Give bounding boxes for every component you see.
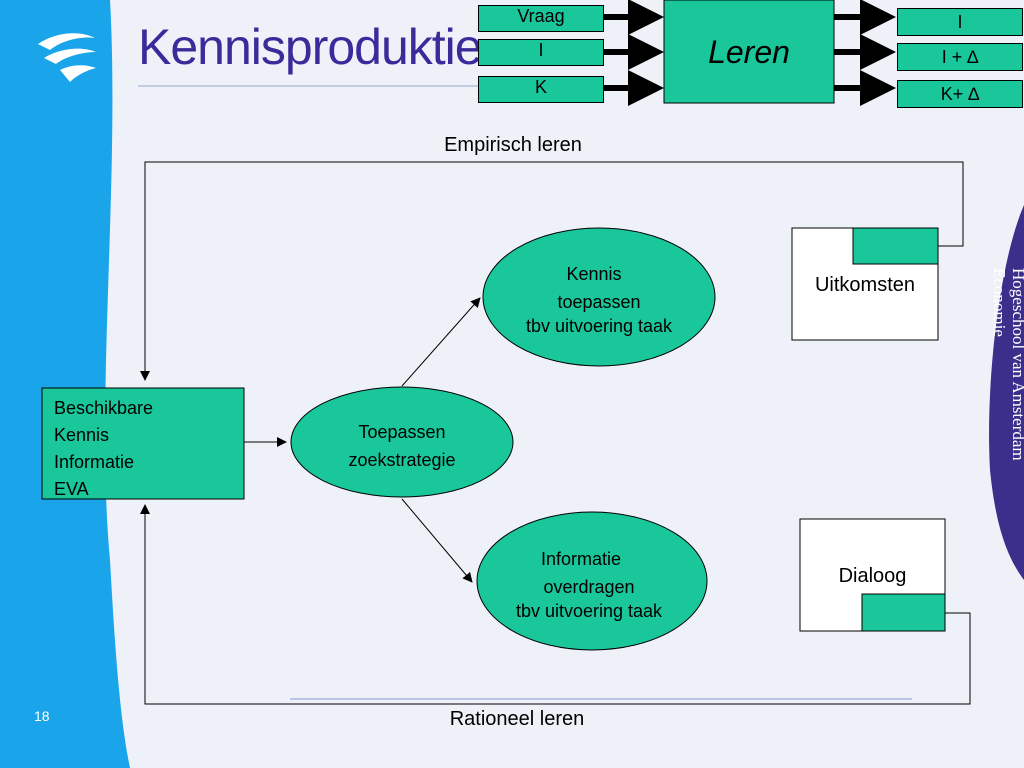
center-ellipse [290, 386, 514, 498]
left-blue-band [0, 0, 130, 768]
center-line-2: zoekstrategie [348, 450, 456, 470]
empirisch-loop-line [140, 161, 964, 381]
logo-icon [38, 33, 96, 82]
source-line-1: Beschikbare [54, 398, 154, 418]
source-line-2: Kennis [54, 425, 110, 445]
top-ellipse [482, 227, 716, 367]
top-line-3: tbv uitvoering taak [525, 316, 673, 336]
input-k: K [478, 76, 604, 103]
uitkomsten-green-tab [852, 227, 939, 265]
page-number: 18 [34, 708, 50, 724]
output-i-delta: I + ∆ [897, 43, 1023, 71]
empirisch-label: Empirisch leren [444, 134, 582, 156]
leren-label: Leren [708, 34, 790, 70]
source-box-text: Beschikbare Kennis Informatie EVA [54, 395, 153, 503]
rationeel-loop-line [140, 504, 971, 705]
bottom-ellipse-text: Informatie overdragen tbv uitvoering taa… [478, 545, 700, 625]
top-line-1: Kennis [566, 264, 622, 284]
top-line-2: toepassen [557, 292, 641, 312]
brand-line-1: Hogeschool van Amsterdam [1009, 268, 1024, 461]
dialoog-label: Dialoog [838, 565, 907, 587]
page-title: Kennisproduktie [138, 19, 483, 75]
brand-line-2: Economie [990, 268, 1009, 337]
top-ellipse-text: Kennis toepassen tbv uitvoering taak [488, 260, 710, 340]
right-purple-band [989, 205, 1024, 580]
bottom-line-1: Informatie [540, 549, 622, 569]
input-i: I [478, 39, 604, 66]
center-ellipse-text: Toepassen zoekstrategie [310, 418, 494, 474]
input-vraag: Vraag [478, 5, 604, 32]
arrow-center-to-bottom [401, 498, 473, 583]
uitkomsten-label: Uitkomsten [814, 274, 916, 296]
source-box [41, 387, 245, 500]
arrow-center-to-top [401, 297, 481, 387]
output-k-delta: K+ ∆ [897, 80, 1023, 108]
rationeel-label: Rationeel leren [449, 708, 585, 730]
brand-text: Hogeschool van Amsterdam Economie [990, 268, 1024, 461]
center-line-1: Toepassen [358, 422, 446, 442]
source-line-4: EVA [54, 479, 89, 499]
dialoog-green-tab [861, 593, 946, 632]
bottom-ellipse [476, 511, 708, 651]
leren-box [663, 0, 835, 104]
bottom-line-2: overdragen [543, 577, 635, 597]
source-line-3: Informatie [54, 452, 135, 472]
output-i: I [897, 8, 1023, 36]
bottom-line-3: tbv uitvoering taak [515, 601, 663, 621]
